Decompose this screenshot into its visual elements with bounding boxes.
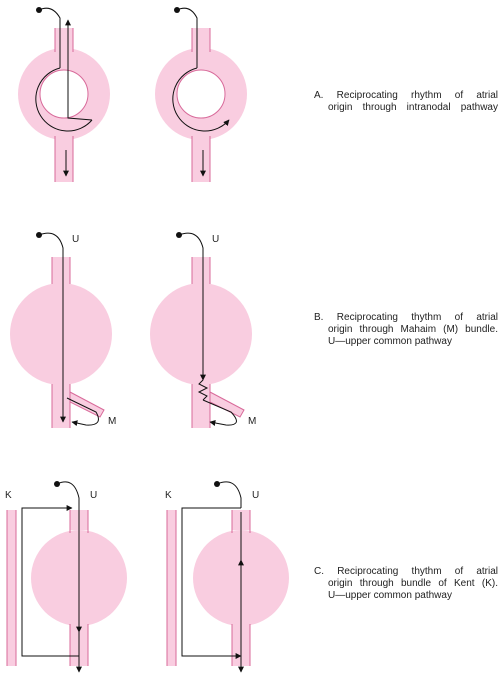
a1-return-path: [65, 19, 93, 121]
c1-kent-bundle: [7, 510, 16, 666]
b1-atrium: [10, 283, 112, 385]
diagram-c1: K U: [5, 481, 127, 673]
caption-a-line-1: A. Reciprocating rhythm of atrial: [314, 90, 498, 101]
caption-c: C. Reciprocating thythm of atrial origin…: [314, 566, 498, 602]
c1-label-k: K: [5, 490, 12, 501]
caption-b-line-2: origin through Mahaim (M) bundle.: [328, 324, 498, 335]
caption-b-line-1: B. Reciprocating thythm of atrial: [314, 312, 498, 323]
caption-c-line-3: U—upper common pathway: [328, 590, 452, 601]
panel-c: K U K U: [5, 481, 289, 673]
a1-node-hole: [39, 69, 89, 119]
diagram-a1: [18, 7, 110, 182]
panel-b: U M U M: [10, 232, 256, 428]
b2-label-u: U: [212, 234, 219, 245]
diagram-c2: K U: [165, 481, 289, 673]
caption-c-line-2: origin through bundle of Kent (K).: [328, 578, 498, 589]
panel-a: [18, 7, 247, 182]
b2-atrium: [150, 283, 252, 385]
caption-a-line-2: origin through intranodal pathway: [328, 102, 498, 113]
caption-a: A. Reciprocating rhythm of atrial origin…: [314, 90, 498, 114]
a1-impulse-entry: [38, 7, 61, 68]
a1-lower-stem: [55, 135, 73, 182]
diagram-b2: U M: [150, 232, 256, 428]
b1-mahaim-bundle: [69, 391, 105, 418]
a1-reentry-loop: [35, 67, 93, 132]
c2-label-k: K: [165, 490, 172, 501]
c1-label-u: U: [90, 490, 97, 501]
b2-mahaim-bundle: [209, 391, 245, 418]
b2-zigzag-block: [197, 379, 209, 401]
b2-label-m: M: [248, 416, 256, 427]
caption-b: B. Reciprocating thythm of atrial origin…: [314, 312, 498, 348]
c2-label-u: U: [252, 490, 259, 501]
c2-kent-bundle: [167, 510, 176, 666]
a2-node-hole: [176, 69, 226, 119]
b1-label-u: U: [72, 234, 79, 245]
diagram-a2: [155, 7, 247, 182]
diagram-b1: U M: [10, 232, 116, 428]
caption-b-line-3: U—upper common pathway: [328, 336, 452, 347]
b1-label-m: M: [108, 416, 116, 427]
caption-c-line-1: C. Reciprocating thythm of atrial: [314, 566, 498, 577]
